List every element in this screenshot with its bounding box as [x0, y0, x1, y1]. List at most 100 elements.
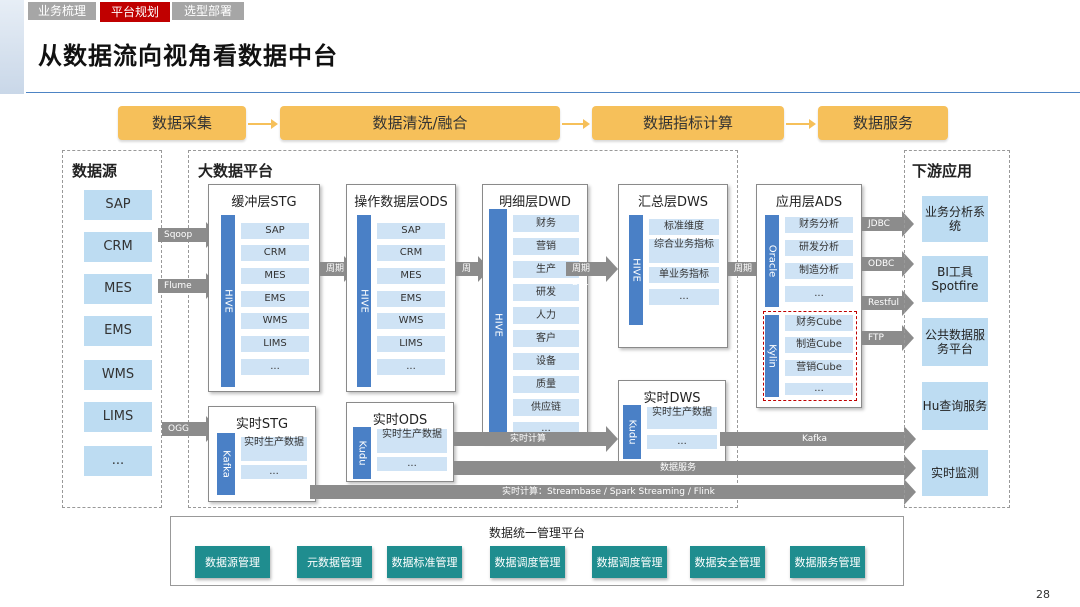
list-item: 营销: [513, 238, 579, 255]
source-item: MES: [84, 274, 152, 304]
list-item: LIMS: [241, 336, 309, 352]
stage-arrow-1: [248, 119, 278, 129]
list-item: ...: [649, 289, 719, 305]
layer-buffer-stg: 缓冲层STG HIVE SAP CRM MES EMS WMS LIMS ...: [208, 184, 320, 392]
arrow-ogg: OGG: [162, 416, 218, 442]
header-accent-bar: [0, 0, 24, 94]
list-item: 财务分析: [785, 217, 853, 233]
list-item: 单业务指标: [649, 267, 719, 283]
layer-ads: 应用层ADS Oracle 财务分析 研发分析 制造分析 ... Kylin 财…: [756, 184, 862, 408]
tab-business[interactable]: 业务梳理: [28, 2, 96, 20]
mgr-data-source: 数据源管理: [195, 546, 270, 578]
arrow-flume: Flume: [158, 273, 218, 299]
list-item: CRM: [241, 245, 309, 261]
list-item: ...: [785, 286, 853, 302]
layer-title: 操作数据层ODS: [354, 195, 448, 210]
layer-dws: 汇总层DWS HIVE 标准维度 综合业务指标 单业务指标 ...: [618, 184, 728, 348]
layer-title: 实时ODS: [372, 413, 428, 428]
platform-panel: [188, 150, 738, 508]
list-item: ...: [241, 465, 307, 479]
arrow-odbc: ODBC: [862, 251, 914, 277]
list-item: 实时生产数据: [377, 429, 447, 453]
management-title: 数据统一管理平台: [488, 526, 585, 540]
hive-bar: HIVE: [489, 209, 507, 441]
arrow-streaming: 实时计算：Streambase / Spark Streaming / Flin…: [310, 479, 916, 505]
kylin-bar: Kylin: [765, 315, 779, 397]
downstream-title: 下游应用: [912, 162, 973, 180]
list-item: 实时生产数据: [241, 437, 307, 461]
app-public-data-service: 公共数据服务平台: [922, 318, 988, 366]
arrow-sqoop: Sqoop: [158, 222, 218, 248]
source-item: CRM: [84, 232, 152, 262]
list-item: 设备: [513, 353, 579, 370]
list-item: ...: [513, 422, 579, 435]
list-item: SAP: [241, 223, 309, 239]
list-item: WMS: [377, 313, 445, 329]
header-divider: [26, 92, 1080, 93]
list-item: 供应链: [513, 399, 579, 416]
mgr-service: 数据服务管理: [790, 546, 865, 578]
source-panel: [62, 150, 162, 508]
arrow-etl-3: 周期 ETL: [566, 256, 618, 288]
arrow-etl-1: 周期ETL: [320, 256, 356, 288]
arrow-realtime-calc: 实时计算: [454, 426, 618, 452]
hive-bar: HIVE: [629, 215, 643, 325]
tab-platform-planning[interactable]: 平台规划: [100, 2, 170, 22]
list-item: ...: [377, 359, 445, 375]
layer-realtime-dws: 实时DWS Kudu 实时生产数据 ...: [618, 380, 726, 462]
layer-realtime-ods: 实时ODS Kudu 实时生产数据 ...: [346, 402, 454, 482]
stage-cleanse: 数据清洗/融合: [280, 106, 560, 140]
list-item: 标准维度: [649, 219, 719, 235]
oracle-bar: Oracle: [765, 215, 779, 307]
source-item: ...: [84, 446, 152, 476]
list-item: LIMS: [377, 336, 445, 352]
stage-service: 数据服务: [818, 106, 948, 140]
tab-deployment[interactable]: 选型部署: [172, 2, 244, 20]
list-item: ...: [241, 359, 309, 375]
list-item: WMS: [241, 313, 309, 329]
arrow-restful: Restful: [862, 290, 914, 316]
list-item: MES: [377, 268, 445, 284]
mgr-scheduling-2: 数据调度管理: [592, 546, 667, 578]
list-item: 研发: [513, 284, 579, 301]
stage-arrow-3: [786, 119, 816, 129]
source-title: 数据源: [72, 162, 118, 180]
downstream-panel: [904, 150, 1010, 508]
layer-title: 实时STG: [235, 417, 289, 432]
list-item: SAP: [377, 223, 445, 239]
list-item: 财务Cube: [785, 315, 853, 331]
app-bi-spotfire: BI工具 Spotfire: [922, 256, 988, 302]
source-item: WMS: [84, 360, 152, 390]
arrow-etl-4: 周期ETL: [728, 256, 768, 288]
mgr-scheduling: 数据调度管理: [490, 546, 565, 578]
list-item: 生产: [513, 261, 579, 278]
kafka-bar: Kafka: [217, 433, 235, 495]
arrow-etl-2: 周期ETL: [456, 256, 490, 302]
hive-bar: HIVE: [357, 215, 371, 387]
stage-metrics: 数据指标计算: [592, 106, 784, 140]
list-item: 综合业务指标: [649, 239, 719, 263]
kylin-group: [763, 311, 857, 401]
kudu-bar: Kudu: [623, 405, 641, 459]
page-title: 从数据流向视角看数据中台: [38, 42, 338, 70]
list-item: MES: [241, 268, 309, 284]
list-item: 研发分析: [785, 240, 853, 256]
list-item: 制造Cube: [785, 337, 853, 353]
layer-title: 应用层ADS: [775, 195, 843, 210]
page-number: 28: [1036, 588, 1050, 601]
arrow-ftp: FTP: [862, 325, 914, 351]
list-item: 制造分析: [785, 263, 853, 279]
app-hu-query: Hu查询服务: [922, 382, 988, 430]
list-item: ...: [647, 435, 717, 449]
arrow-jdbc: JDBC: [862, 211, 914, 237]
layer-title: 汇总层DWS: [637, 195, 709, 210]
list-item: 人力: [513, 307, 579, 324]
arrow-data-service: 数据服务: [454, 455, 916, 481]
list-item: 营销Cube: [785, 360, 853, 376]
platform-title: 大数据平台: [198, 162, 274, 180]
app-realtime-monitor: 实时监测: [922, 450, 988, 496]
stage-collect: 数据采集: [118, 106, 246, 140]
list-item: ...: [377, 457, 447, 471]
layer-title: 明细层DWD: [499, 195, 571, 210]
list-item: 实时生产数据: [647, 407, 717, 429]
